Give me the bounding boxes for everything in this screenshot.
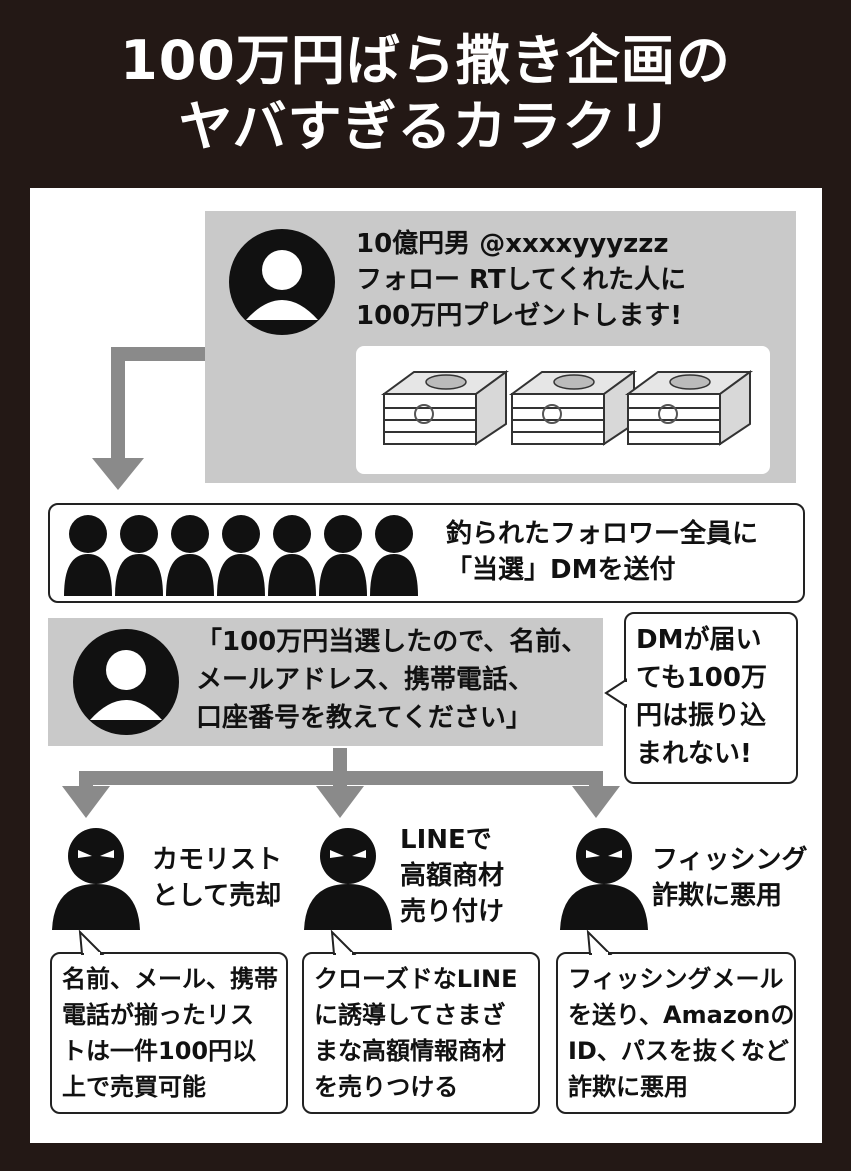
outcome-1-desc-1: 名前、メール、携帯	[62, 965, 278, 993]
note-line-4: まれない!	[636, 739, 752, 769]
villain-icon	[52, 828, 140, 930]
money-image-card	[356, 346, 770, 474]
follower-person-icon	[64, 515, 112, 596]
outcome-3-desc-3: ID、パスを抜くなど	[568, 1037, 789, 1065]
tweet-handle: 10億円男 @xxxxyyyzzz	[356, 229, 669, 259]
outcome-3-desc-4: 詐欺に悪用	[568, 1073, 688, 1101]
dm-line-1: 「100万円当選したので、名前、	[196, 627, 588, 657]
outcome-2-label-3: 売り付け	[400, 897, 505, 927]
note-line-3: 円は振り込	[636, 701, 767, 731]
outcome-3-desc-box	[556, 952, 796, 1114]
villain-icon	[304, 828, 392, 930]
outcome-2-desc-4: を売りつける	[314, 1073, 459, 1101]
outcome-1-desc-box	[50, 952, 288, 1114]
outcome-2-desc-1: クローズドなLINE	[314, 965, 518, 993]
tweet-line-2: 100万円プレゼントします!	[356, 301, 683, 331]
outcome-1-label-1: カモリスト	[152, 845, 283, 875]
outcome-3-label-1: フィッシング	[652, 845, 808, 875]
note-line-2: ても100万	[636, 663, 767, 693]
sender-avatar-icon	[73, 629, 179, 735]
title-line-1: 100万円ばら撒き企画の	[120, 29, 731, 92]
outcome-1-label-2: として売却	[152, 881, 282, 911]
user-avatar-icon	[229, 229, 335, 335]
followers-line-2: 「当選」DMを送付	[446, 555, 676, 585]
tweet-line-1: フォロー RTしてくれた人に	[356, 265, 687, 295]
outcome-1-desc-2: 電話が揃ったリス	[62, 1001, 254, 1029]
outcome-2-desc-box	[302, 952, 540, 1114]
note-bubble-tail	[604, 678, 628, 708]
outcome-2-label-2: 高額商材	[400, 861, 505, 891]
dm-line-2: メールアドレス、携帯電話、	[196, 665, 535, 695]
outcome-1-desc-4: 上で売買可能	[62, 1073, 206, 1101]
cash-stacks-icon	[383, 371, 751, 445]
outcome-2-desc-3: まな高額情報商材	[314, 1037, 506, 1065]
followers-group-icon	[64, 515, 418, 596]
outcome-2-label-1: LINEで	[400, 825, 492, 855]
outcome-3-desc-1: フィッシングメール	[568, 965, 784, 993]
infographic-title: 100万円ばら撒き企画の ヤバすぎるカラクリ	[0, 28, 851, 160]
outcome-3-desc-2: を送り、Amazonの	[568, 1001, 795, 1029]
outcome-3-label-2: 詐欺に悪用	[652, 881, 783, 911]
dm-line-3: 口座番号を教えてください」	[196, 703, 532, 733]
note-line-1: DMが届い	[636, 625, 762, 655]
title-line-2: ヤバすぎるカラクリ	[178, 95, 673, 158]
followers-line-1: 釣られたフォロワー全員に	[446, 519, 759, 549]
villain-icon	[560, 828, 648, 930]
outcome-1-desc-3: トは一件100円以	[62, 1037, 257, 1065]
outcome-2-desc-2: に誘導してさまざ	[314, 1001, 506, 1029]
